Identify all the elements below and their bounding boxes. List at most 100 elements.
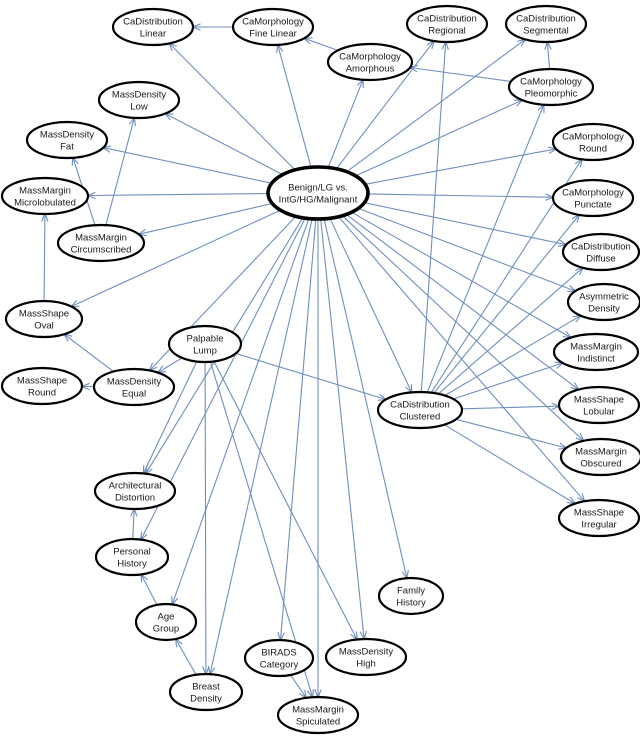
edge-ca-dist-clustered-to-mass-margin-indistinct xyxy=(453,363,562,400)
node-label-ca-morph-fine-linear-line-2: Fine Linear xyxy=(249,29,297,40)
node-ellipse-ca-dist-regional xyxy=(405,4,489,44)
node-label-mass-shape-oval-line-1: MassShape xyxy=(19,309,69,320)
node-ellipse-mass-margin-circumscribed xyxy=(56,223,146,263)
edge-center-to-mass-shape-lobular xyxy=(346,213,578,389)
edge-ca-dist-clustered-to-mass-shape-lobular xyxy=(461,406,559,409)
node-label-mass-margin-circumscribed-line-2: Circumscribed xyxy=(71,245,132,256)
node-label-mass-shape-irregular-line-2: Irregular xyxy=(581,520,616,531)
node-ellipse-ca-dist-diffuse xyxy=(561,232,640,272)
node-ellipse-mass-density-fat xyxy=(25,120,109,160)
node-label-mass-density-high-line-1: MassDensity xyxy=(339,647,394,658)
node-label-mass-shape-irregular-line-1: MassShape xyxy=(574,508,624,519)
node-label-ca-dist-diffuse-line-1: CaDistribution xyxy=(571,242,631,253)
node-label-mass-margin-microlobulated-line-1: MassMargin xyxy=(19,186,71,197)
edge-center-to-family-history xyxy=(323,218,407,578)
edge-palpable-lump-to-ca-dist-clustered xyxy=(235,352,386,399)
node-label-ca-morph-pleomorphic-line-2: Pleomorphic xyxy=(525,89,578,100)
edge-ca-dist-clustered-to-asymmetric-density xyxy=(444,316,581,396)
node-label-ca-morph-amorphous-line-1: CaMorphology xyxy=(339,52,401,63)
node-ellipse-mass-margin-obscured xyxy=(559,437,640,477)
node-label-ca-morph-round-line-2: Round xyxy=(579,144,607,155)
edge-center-to-mass-margin-indistinct xyxy=(351,211,571,337)
node-label-mass-density-equal-line-1: MassDensity xyxy=(107,377,162,388)
node-label-age-group-line-2: Group xyxy=(153,624,179,635)
edge-mass-density-equal-to-mass-shape-oval xyxy=(64,334,114,372)
node-label-mass-margin-spiculated-line-1: MassMargin xyxy=(292,705,344,716)
node-ellipse-family-history xyxy=(377,576,445,616)
edge-ca-morph-pleomorphic-to-ca-morph-amorphous xyxy=(410,68,512,83)
node-ellipse-mass-density-equal xyxy=(92,367,176,407)
node-label-ca-morph-punctate-line-2: Punctate xyxy=(574,200,612,211)
edge-center-to-birads-category xyxy=(281,218,317,640)
node-ellipse-mass-density-low xyxy=(97,80,181,120)
node-ellipse-center xyxy=(266,165,370,221)
node-ellipse-mass-shape-irregular xyxy=(557,498,640,538)
node-ellipse-mass-margin-indistinct xyxy=(552,332,640,372)
node-ellipse-personal-history xyxy=(94,537,170,577)
node-label-ca-morph-round-line-1: CaMorphology xyxy=(562,132,624,143)
node-label-ca-morph-fine-linear-line-1: CaMorphology xyxy=(242,17,304,28)
node-ellipse-age-group xyxy=(134,602,198,642)
node-ellipse-mass-shape-oval xyxy=(4,299,84,339)
node-ellipse-ca-morph-round xyxy=(551,122,635,162)
node-center: Benign/LG vs.IntG/HG/Malignant xyxy=(266,165,370,221)
node-ellipse-ca-morph-amorphous xyxy=(326,42,414,82)
edge-center-to-mass-shape-oval xyxy=(71,209,281,306)
node-label-mass-margin-circumscribed-line-1: MassMargin xyxy=(75,233,127,244)
node-ellipse-asymmetric-density xyxy=(566,282,640,322)
node-label-architectural-distortion-line-1: Architectural xyxy=(109,481,162,492)
node-label-family-history-line-2: History xyxy=(396,598,426,609)
node-label-mass-margin-indistinct-line-2: Indistinct xyxy=(577,354,615,365)
edge-birads-category-to-mass-margin-spiculated xyxy=(290,674,307,698)
node-label-mass-margin-obscured-line-1: MassMargin xyxy=(575,447,627,458)
edge-center-to-ca-dist-segmental xyxy=(346,39,526,173)
edge-breast-density-to-age-group xyxy=(176,639,197,675)
node-ellipse-ca-dist-clustered xyxy=(376,390,464,430)
node-label-asymmetric-density-line-2: Density xyxy=(588,304,620,315)
edge-center-to-ca-morph-fine-linear xyxy=(278,45,312,168)
node-ellipse-birads-category xyxy=(243,638,315,678)
node-label-mass-shape-lobular-line-2: Lobular xyxy=(583,407,615,418)
edge-palpable-lump-to-breast-density xyxy=(205,361,206,674)
node-label-breast-density-line-1: Breast xyxy=(192,682,220,693)
edge-palpable-lump-to-mass-density-equal xyxy=(158,357,183,373)
node-label-mass-shape-round-line-2: Round xyxy=(28,388,56,399)
node-label-ca-morph-pleomorphic-line-1: CaMorphology xyxy=(520,77,582,88)
edge-ca-morph-pleomorphic-to-ca-dist-segmental xyxy=(547,42,549,70)
node-label-mass-density-low-line-1: MassDensity xyxy=(112,90,167,101)
edge-age-group-to-personal-history xyxy=(141,574,158,606)
node-label-mass-density-fat-line-1: MassDensity xyxy=(40,130,95,141)
node-ellipse-mass-shape-lobular xyxy=(557,385,640,425)
node-ellipse-architectural-distortion xyxy=(93,471,177,511)
edge-center-to-ca-morph-round xyxy=(364,149,556,185)
edge-ca-dist-clustered-to-ca-morph-punctate xyxy=(433,215,579,394)
node-label-ca-dist-regional-line-1: CaDistribution xyxy=(417,14,477,25)
node-label-ca-morph-punctate-line-1: CaMorphology xyxy=(562,188,624,199)
node-label-asymmetric-density-line-1: Asymmetric xyxy=(579,292,629,303)
node-label-ca-dist-regional-line-2: Regional xyxy=(428,26,466,37)
node-label-age-group-line-1: Age xyxy=(158,612,175,623)
edge-center-to-ca-dist-diffuse xyxy=(364,202,566,245)
edge-palpable-lump-to-architectural-distortion xyxy=(143,361,198,474)
node-label-ca-dist-segmental-line-2: Segmental xyxy=(523,26,568,37)
node-label-breast-density-line-2: Density xyxy=(190,694,222,705)
edge-center-to-asymmetric-density xyxy=(358,207,575,291)
node-label-mass-density-high-line-2: High xyxy=(356,659,376,670)
node-label-ca-dist-linear-line-1: CaDistribution xyxy=(123,17,183,28)
